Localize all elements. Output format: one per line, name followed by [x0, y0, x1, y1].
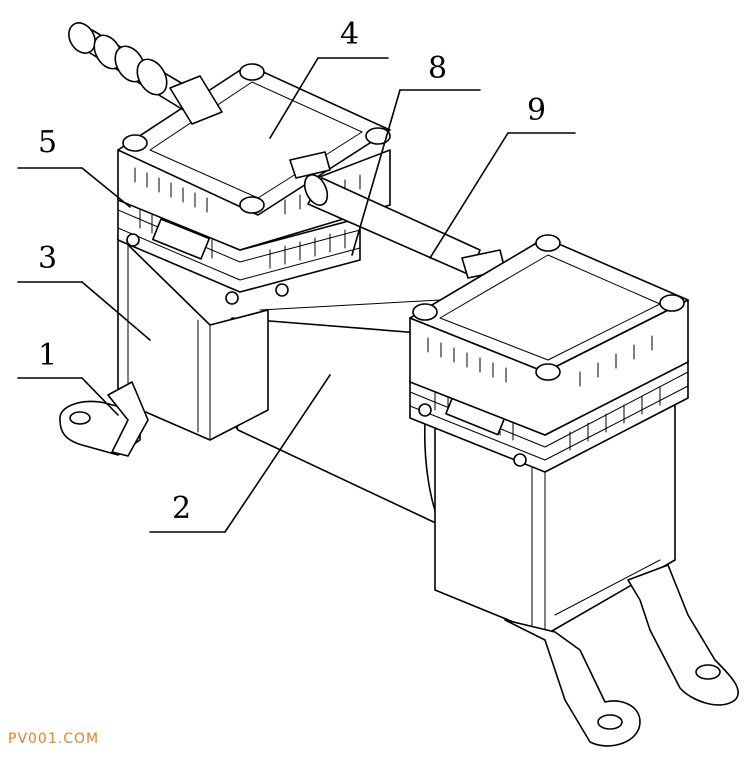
right-cap-vents [427, 335, 653, 387]
left-nameplate [151, 218, 211, 260]
label-8: 8 [428, 51, 447, 86]
label-2: 2 [172, 491, 191, 526]
label-4: 4 [340, 17, 359, 52]
left-lid-screws [122, 63, 391, 214]
leader-lines [17, 57, 576, 533]
right-lid-screws [412, 234, 685, 381]
left-pump-unit [117, 63, 391, 441]
left-foot-bracket-1 [59, 381, 149, 457]
label-5: 5 [38, 125, 57, 160]
right-foot-brackets [504, 564, 739, 747]
label-9: 9 [527, 93, 546, 128]
watermark-text: PV001.COM [8, 731, 100, 747]
right-pump-unit [409, 234, 689, 636]
left-inlet-connector [68, 22, 223, 125]
upper-pipe-9 [289, 151, 506, 279]
label-1: 1 [38, 338, 57, 373]
reference-numerals: 4 8 9 5 3 1 2 [38, 17, 546, 526]
label-3: 3 [38, 241, 57, 276]
right-top-lid [409, 237, 689, 373]
